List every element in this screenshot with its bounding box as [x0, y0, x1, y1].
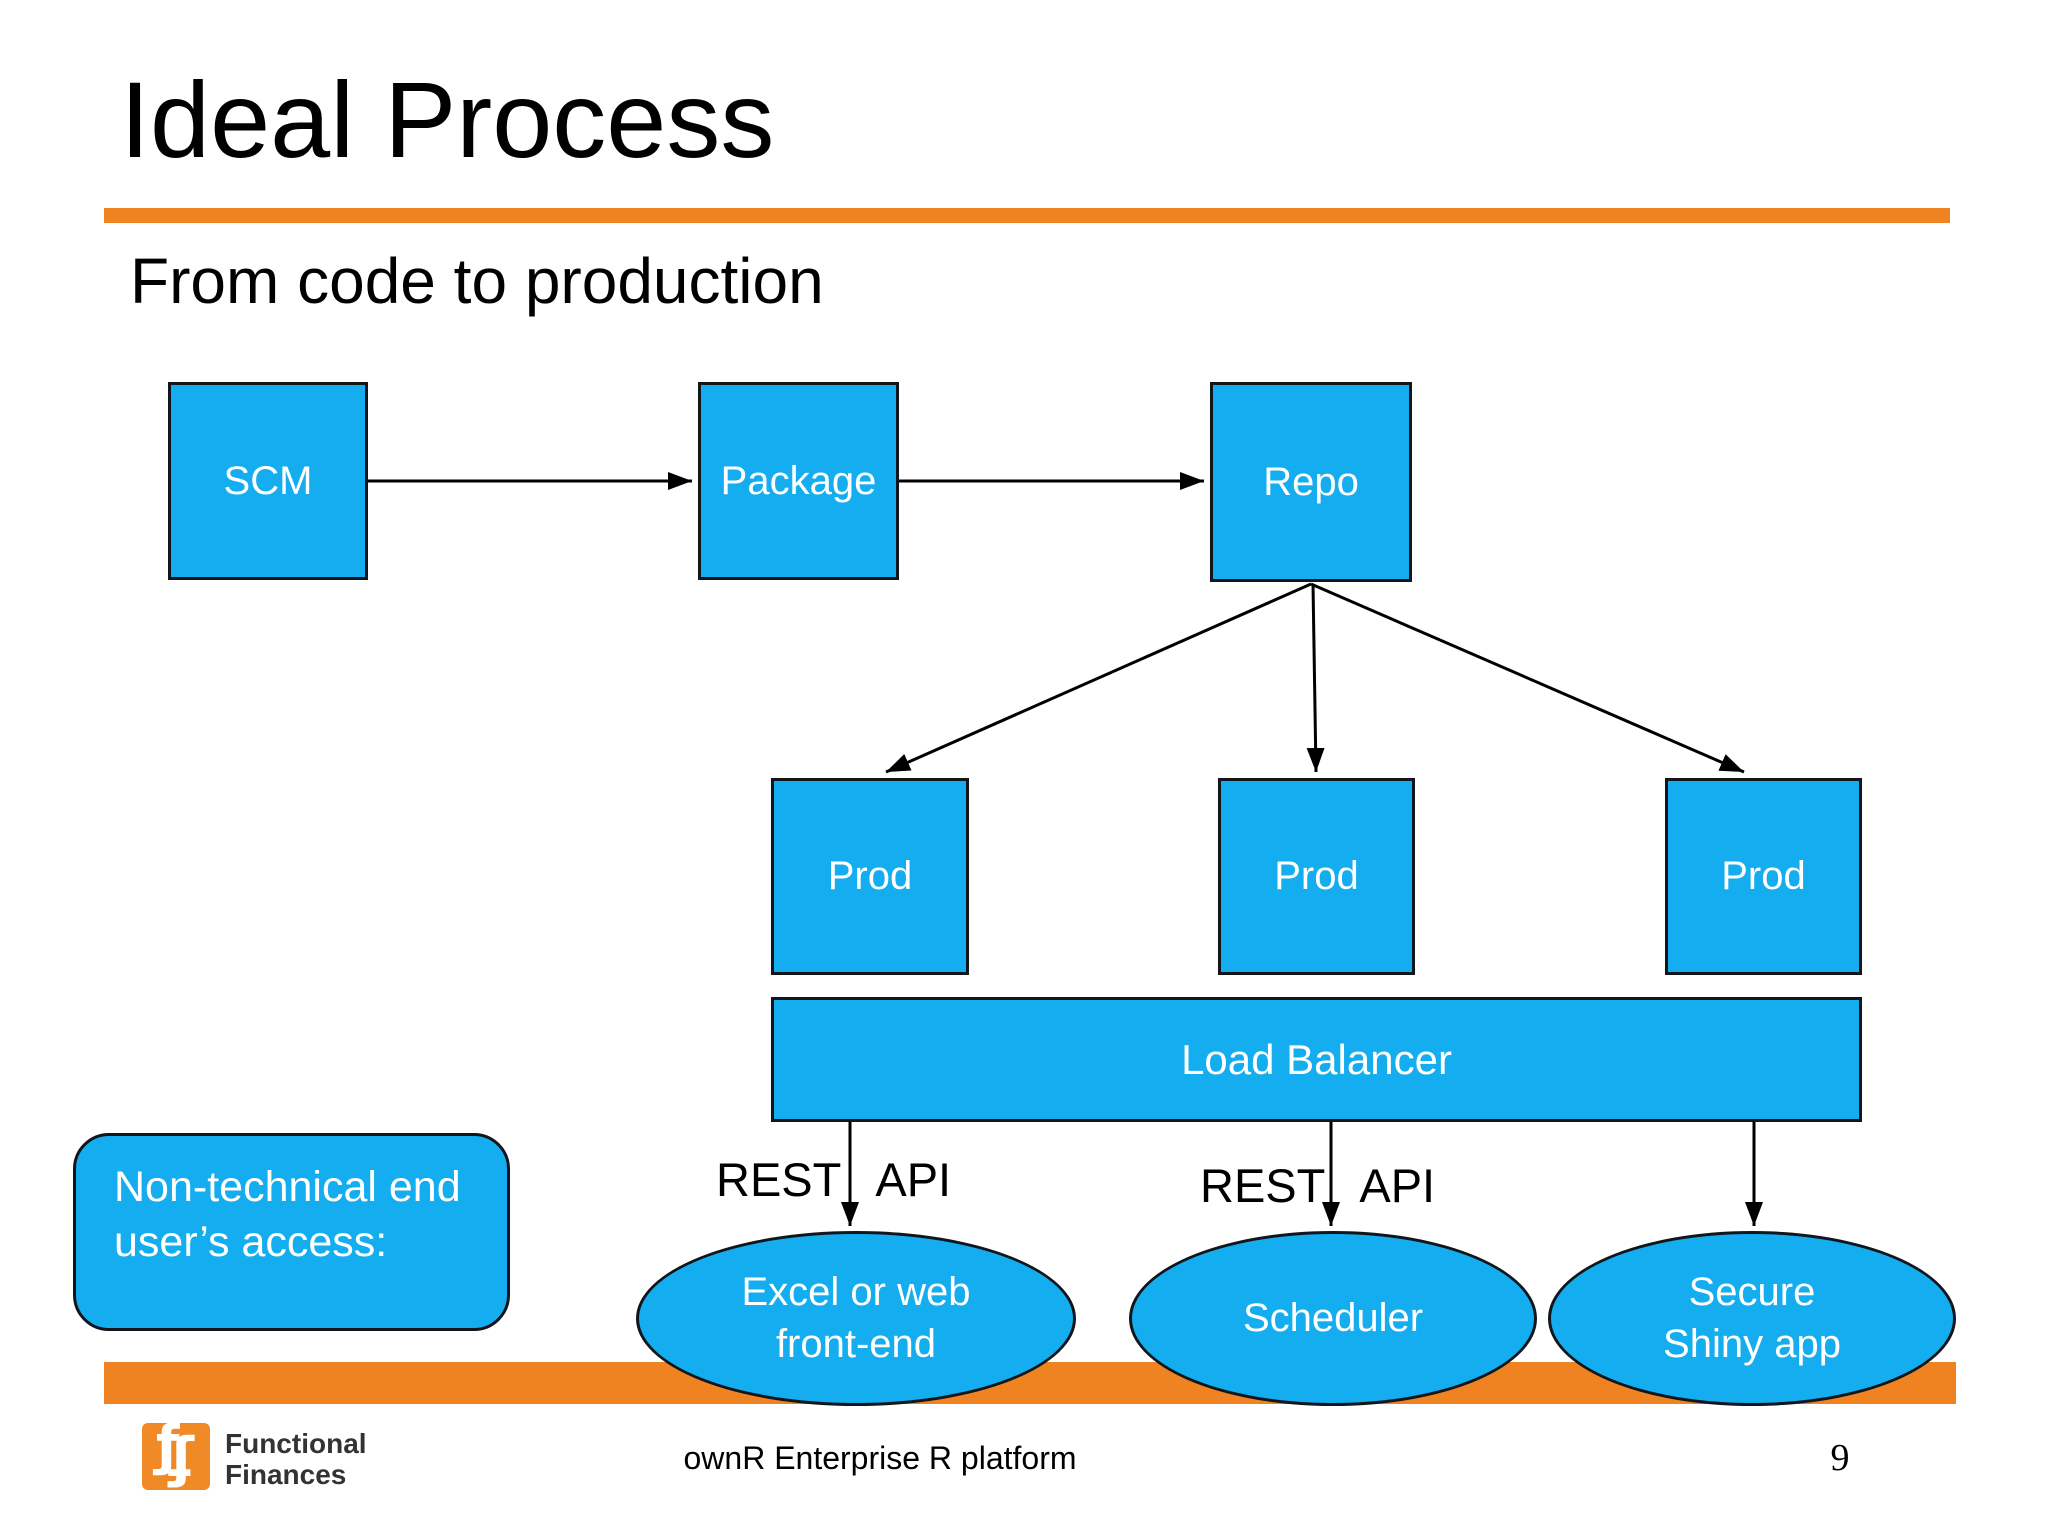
arrow-repo-to-prod1 — [885, 582, 1312, 774]
ellipse-excel-web-frontend: Excel or web front-end — [636, 1231, 1076, 1406]
company-name-line-1: Functional — [225, 1428, 367, 1459]
company-name: Functional Finances — [225, 1428, 367, 1491]
note-line-2: user’s access: — [114, 1218, 388, 1267]
node-prod-1: Prod — [771, 778, 969, 975]
node-package-label: Package — [720, 458, 877, 503]
node-scm: SCM — [168, 382, 368, 580]
arrow-repo-to-prod2 — [1306, 583, 1325, 773]
node-prod-2: Prod — [1218, 778, 1415, 975]
node-repo-label: Repo — [1263, 459, 1359, 504]
ellipse-scheduler-label: Scheduler — [1242, 1295, 1424, 1340]
page-subtitle: From code to production — [130, 245, 824, 317]
ellipse-shiny-line-2: Shiny app — [1663, 1321, 1841, 1366]
rest-api-label-2-api: API — [1359, 1159, 1436, 1212]
rest-api-label-1: REST API — [716, 1152, 951, 1207]
note-line-1: Non-technical end — [114, 1163, 461, 1211]
node-package: Package — [698, 382, 899, 580]
node-prod-2-label: Prod — [1274, 854, 1359, 898]
page-number: 9 — [1830, 1437, 1850, 1479]
node-scm-label: SCM — [223, 458, 313, 503]
ellipse-shiny-line-1: Secure — [1688, 1270, 1816, 1315]
ellipse-excel-line-1: Excel or web — [741, 1270, 971, 1315]
footer-platform-text: ownR Enterprise R platform — [683, 1440, 1077, 1476]
rest-api-label-2-rest: REST — [1200, 1159, 1326, 1212]
arrow-repo-to-prod3 — [1310, 582, 1745, 774]
rest-api-label-1-rest: REST — [716, 1153, 842, 1206]
ellipse-excel-line-2: front-end — [775, 1321, 937, 1366]
node-repo: Repo — [1210, 382, 1412, 582]
node-prod-1-label: Prod — [827, 854, 913, 898]
logo-f-glyph-1: ƒ — [156, 1423, 180, 1477]
rest-api-label-1-api: API — [875, 1153, 952, 1206]
node-prod-3-label: Prod — [1721, 854, 1806, 898]
logo-f-glyph-2: ƒ — [168, 1433, 192, 1490]
company-name-line-2: Finances — [225, 1459, 347, 1491]
ellipse-secure-shiny-app: Secure Shiny app — [1548, 1231, 1956, 1406]
functional-finances-logo-icon: ƒ ƒ — [142, 1423, 210, 1490]
page-title: Ideal Process — [120, 59, 775, 180]
ellipse-scheduler: Scheduler — [1129, 1231, 1537, 1406]
rest-api-label-2: REST API — [1200, 1158, 1435, 1213]
note-non-technical-access: Non-technical end user’s access: — [73, 1133, 510, 1331]
node-prod-3: Prod — [1665, 778, 1862, 975]
node-load-balancer: Load Balancer — [771, 997, 1862, 1122]
node-load-balancer-label: Load Balancer — [1181, 1035, 1452, 1083]
title-underline-rule — [104, 208, 1950, 223]
